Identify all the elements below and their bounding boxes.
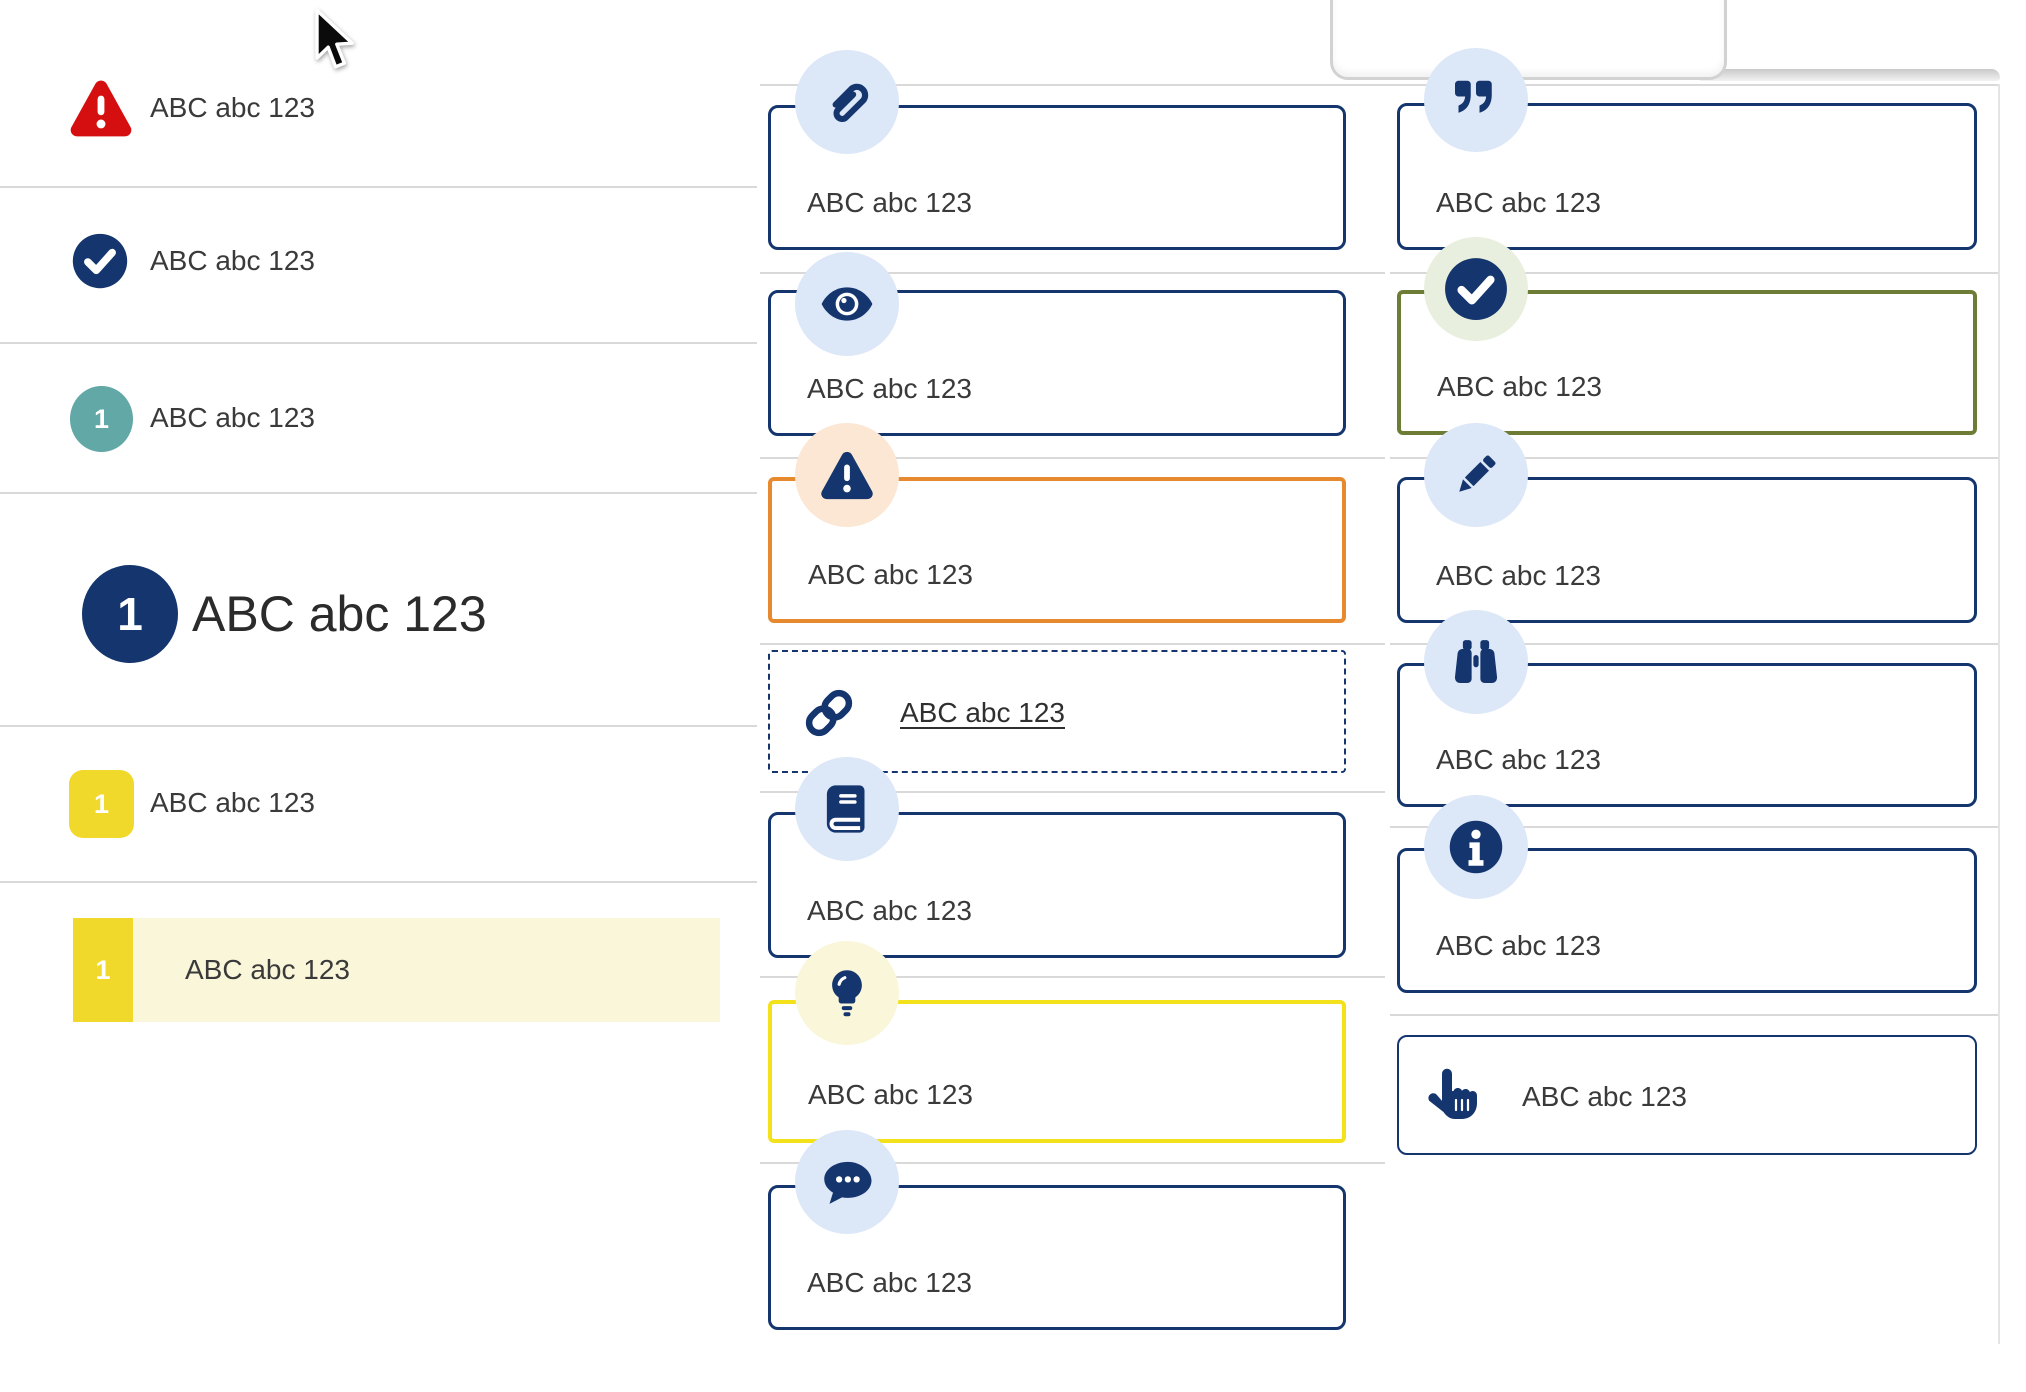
callout-label: ABC abc 123	[1436, 744, 1601, 775]
paperclip-icon	[832, 83, 869, 123]
highlight-background	[73, 918, 720, 1022]
list-item-label: ABC abc 123	[192, 586, 487, 642]
divider	[0, 342, 757, 344]
sheet-edge-band	[1700, 69, 2000, 81]
chat-icon	[824, 1161, 872, 1204]
callout-label: ABC abc 123	[808, 559, 973, 590]
check-circle-icon	[1445, 258, 1507, 320]
callout-label: ABC abc 123	[1436, 187, 1601, 218]
link-icon	[805, 689, 853, 737]
check-circle-icon	[72, 233, 128, 289]
pencil-icon	[1459, 455, 1496, 492]
icon-circle	[795, 941, 899, 1045]
callout-label: ABC abc 123	[808, 1079, 973, 1110]
icon-circle	[1424, 237, 1528, 341]
book-icon	[826, 785, 865, 833]
partial-tab	[1330, 0, 1727, 80]
icon-circle	[1424, 795, 1528, 899]
warning-triangle-icon	[70, 80, 132, 137]
panel-edge-line	[1998, 84, 2000, 1344]
callout-warning: ABC abc 123	[768, 477, 1346, 623]
divider	[0, 725, 757, 727]
callout-label: ABC abc 123	[1522, 1081, 1687, 1112]
list-item-label: ABC abc 123	[150, 787, 315, 818]
lightbulb-icon	[832, 970, 862, 1017]
divider	[0, 881, 757, 883]
icon-circle	[795, 50, 899, 154]
icon-circle	[1424, 48, 1528, 152]
quote-icon	[1455, 80, 1492, 113]
callout-label: ABC abc 123	[807, 187, 972, 218]
callout-label: ABC abc 123	[807, 1267, 972, 1298]
callout-action: ABC abc 123	[1397, 1035, 1977, 1155]
list-item-label: ABC abc 123	[150, 245, 315, 276]
list-item-label: ABC abc 123	[150, 402, 315, 433]
divider	[0, 186, 757, 188]
list-item-label: ABC abc 123	[185, 954, 350, 985]
number-tile-yellow: 1	[73, 918, 133, 1022]
info-icon	[1449, 820, 1503, 874]
top-divider	[760, 84, 1998, 86]
number-tile-yellow: 1	[69, 770, 134, 838]
callout-label: ABC abc 123	[1437, 371, 1602, 402]
mouse-cursor	[315, 8, 354, 69]
binoculars-icon	[1454, 640, 1498, 683]
icon-circle	[1424, 423, 1528, 527]
callout-label: ABC abc 123	[807, 895, 972, 926]
warning-triangle-icon	[821, 451, 873, 500]
callout-link[interactable]: ABC abc 123	[768, 650, 1346, 773]
icon-circle	[795, 1130, 899, 1234]
hand-pointer-icon	[1428, 1068, 1477, 1119]
icon-circle	[795, 757, 899, 861]
list-item-label: ABC abc 123	[150, 92, 315, 123]
number-circle-large: 1	[82, 565, 178, 663]
callout-label: ABC abc 123	[1436, 560, 1601, 591]
eye-icon	[821, 287, 873, 321]
callout-label: ABC abc 123	[1436, 930, 1601, 961]
icon-circle	[1424, 610, 1528, 714]
callout-hyperlink[interactable]: ABC abc 123	[900, 697, 1065, 728]
callout-label: ABC abc 123	[807, 373, 972, 404]
divider	[0, 492, 757, 494]
icon-circle	[795, 423, 899, 527]
icon-circle	[795, 252, 899, 356]
number-badge-teal: 1	[70, 386, 133, 452]
